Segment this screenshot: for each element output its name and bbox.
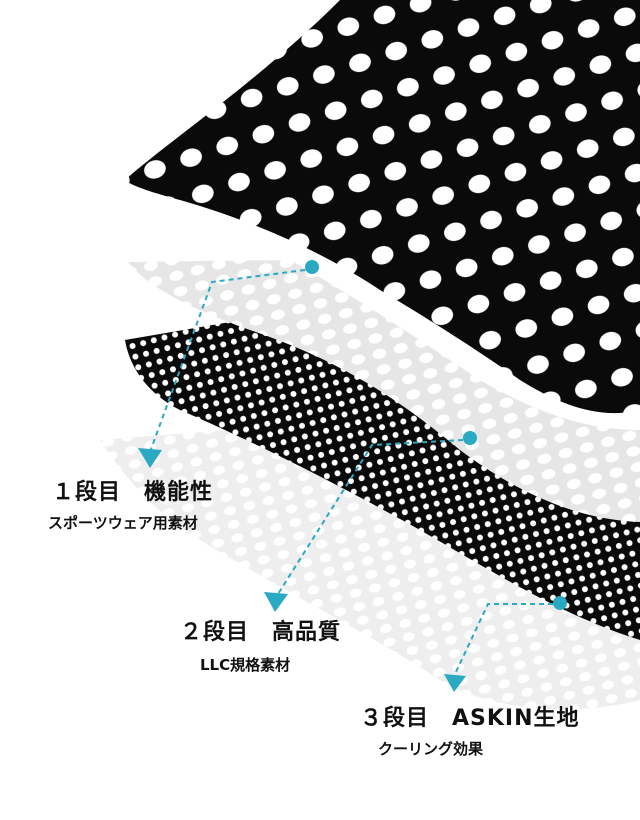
layer-1-subtitle: スポーツウェア用素材 bbox=[48, 514, 198, 532]
pointer-dot-1 bbox=[305, 260, 319, 274]
layer-1b-fabric bbox=[128, 260, 640, 522]
layer-1-fabric bbox=[125, 0, 640, 414]
pointer-dot-2 bbox=[463, 431, 477, 445]
arrow-head-1 bbox=[138, 448, 162, 468]
layer-2-title: ２段目 高品質 bbox=[180, 620, 342, 645]
layer-3-fabric bbox=[100, 430, 640, 710]
arrow-head-3 bbox=[444, 674, 466, 692]
layer-2-fabric bbox=[125, 310, 640, 640]
pointer-line-1 bbox=[149, 269, 306, 453]
layer-3-title: ３段目 ASKIN生地 bbox=[360, 706, 580, 731]
pointer-line-2 bbox=[277, 439, 464, 595]
arrow-head-2 bbox=[264, 592, 288, 612]
layer-2-subtitle: LLC規格素材 bbox=[200, 656, 291, 674]
pointer-line-3 bbox=[454, 603, 553, 675]
layer-3-subtitle: クーリング効果 bbox=[378, 740, 484, 758]
pointer-dot-3 bbox=[553, 596, 567, 610]
layer-1-title: １段目 機能性 bbox=[52, 480, 214, 505]
